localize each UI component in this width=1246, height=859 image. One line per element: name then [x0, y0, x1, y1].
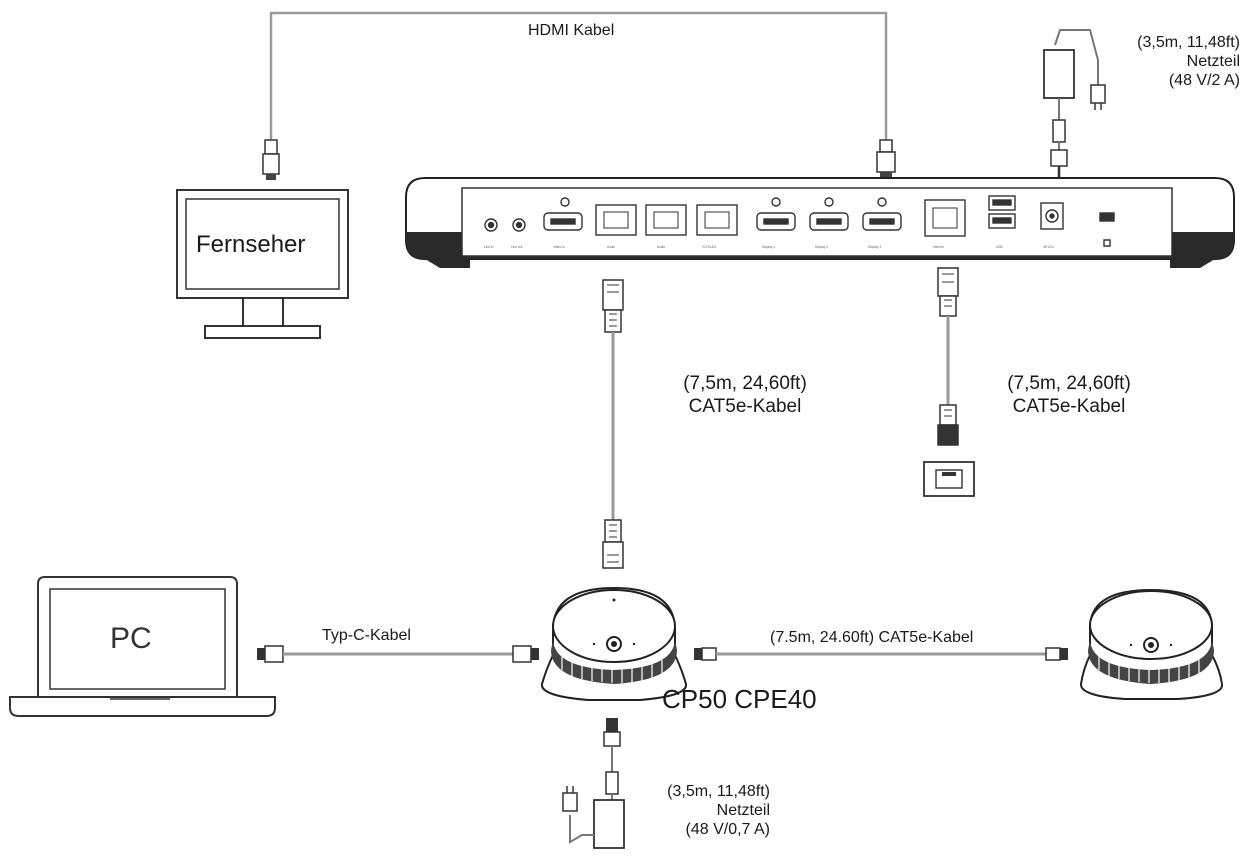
speaker-expansion: [1080, 588, 1223, 700]
kensington-slot: [1099, 212, 1115, 222]
hub-port-label: Display 3: [868, 245, 881, 249]
hub-port-label: Audio: [657, 245, 665, 249]
hub-port-label: 48 VDC: [1043, 245, 1055, 249]
hub-port-label: Internet: [933, 245, 944, 249]
tv-label: Fernseher: [196, 231, 306, 258]
hub-port-label: Display 1: [762, 245, 775, 249]
psu-bottom-adapter: [562, 718, 625, 849]
hub-port-label: Video in: [553, 245, 565, 249]
port-audio-2: [645, 204, 687, 236]
cat5e-right-label: (7,5m, 24,60ft) CAT5e-Kabel: [984, 373, 1154, 419]
psu-top-length: (3,5m, 11,48ft): [1137, 34, 1240, 51]
speaker-model-label: CP50 CPE40: [662, 684, 817, 714]
hdmi-plug-tv-end: [262, 139, 280, 180]
port-vcm-lan: [696, 204, 738, 236]
hdmi-cable: [269, 11, 888, 140]
psu-bottom-length: (3,5m, 11,48ft): [667, 783, 770, 800]
speaker-main: [541, 586, 687, 701]
pc-label: PC: [110, 622, 152, 655]
hub-port-label: Display 2: [815, 245, 828, 249]
hub-port-label: Audio: [607, 245, 615, 249]
cat5e-left-label: (7,5m, 24,60ft) CAT5e-Kabel: [660, 373, 830, 419]
expansion-cable: [694, 647, 1068, 661]
psu-bottom-rating: (48 V/0,7 A): [685, 821, 771, 839]
hub-port-label: Line in: [484, 245, 494, 249]
hdmi-cable-label: HDMI Kabel: [528, 22, 615, 39]
cat5e-cable-right: [937, 267, 959, 446]
hub-ports: [484, 195, 1115, 247]
cat5e-right-name: CAT5e-Kabel: [1012, 395, 1126, 417]
laptop-pc: [9, 576, 276, 717]
hdmi-plug-hub-end: [876, 139, 896, 178]
type-c-cable: [257, 645, 539, 663]
hub-port-label: VCH/LAN: [702, 245, 717, 249]
psu-top-adapter: [1043, 29, 1106, 178]
psu-top-name: Netzteil: [1186, 53, 1240, 71]
cat5e-cable-left: [602, 279, 624, 569]
type-c-cable-label: Typ-C-Kabel: [322, 627, 411, 644]
psu-bottom-label: (3,5m, 11,48ft) Netzteil (48 V/0,7 A): [630, 782, 770, 840]
hub-port-labels: Line in Line out Video in Audio Audio VC…: [484, 245, 1055, 249]
hub-port-label: USB: [996, 245, 1003, 249]
cat5e-right-length: (7,5m, 24,60ft): [1007, 373, 1131, 394]
cat5e-left-name: CAT5e-Kabel: [688, 395, 802, 417]
hub-port-label: Line out: [511, 245, 522, 249]
psu-top-label: (3,5m, 11,48ft) Netzteil (48 V/2 A): [1100, 33, 1240, 91]
psu-bottom-name: Netzteil: [716, 802, 770, 820]
tv-monitor: [176, 189, 349, 339]
network-wall-jack: [923, 461, 975, 497]
expansion-cable-label: (7.5m, 24.60ft) CAT5e-Kabel: [770, 629, 974, 646]
psu-top-rating: (48 V/2 A): [1168, 72, 1240, 90]
cat5e-left-length: (7,5m, 24,60ft): [683, 373, 807, 394]
